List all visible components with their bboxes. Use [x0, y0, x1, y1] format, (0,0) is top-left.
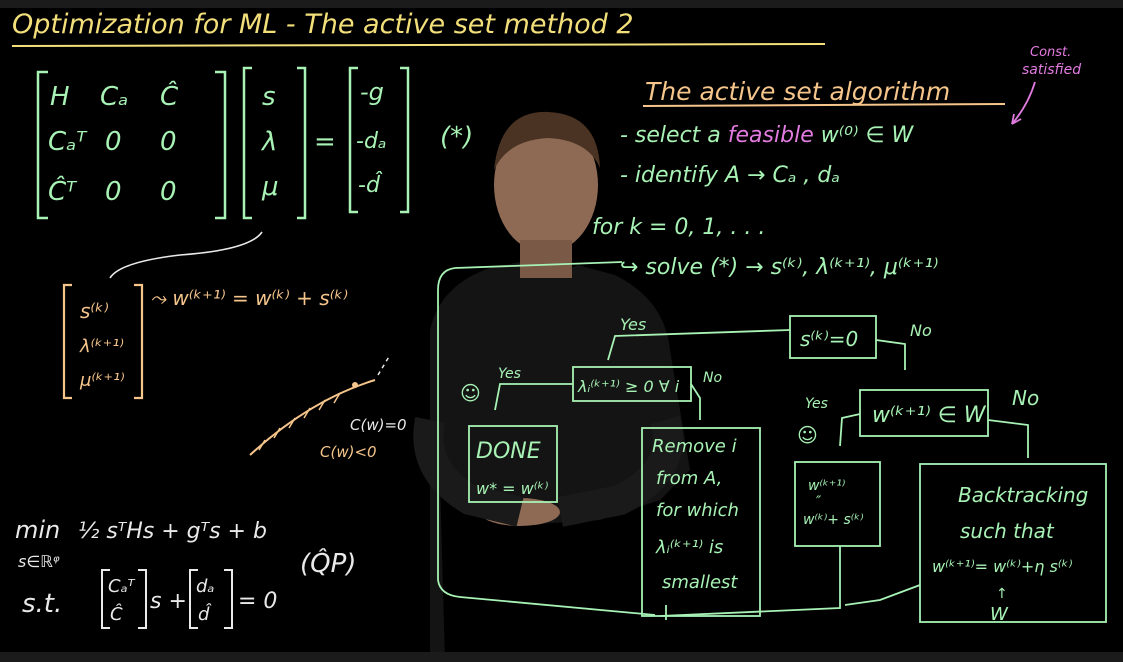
qp-min: min: [15, 516, 60, 544]
smiley-done-icon: ☺: [460, 381, 481, 405]
kkt-system: H Cₐ Ĉ Cₐᵀ 0 0 Ĉᵀ 0 0 s λ μ = -g -dₐ -d̂…: [36, 66, 473, 220]
edge-w-no: No: [1012, 386, 1039, 410]
update-rule: ⤳ w⁽ᵏ⁺¹⁾ = w⁽ᵏ⁾ + s⁽ᵏ⁾: [150, 286, 348, 310]
node-done: DONE: [476, 439, 541, 464]
board-title: Optimization for ML - The active set met…: [12, 9, 634, 40]
qp-mat-bot: Ĉ: [110, 603, 123, 625]
algorithm-section: The active set algorithm Const. satisfie…: [592, 45, 1081, 280]
backtracking-line-5: W: [990, 604, 1009, 625]
remove-line-1: Remove i: [652, 436, 737, 457]
step-select-feasible: feasible: [728, 123, 814, 148]
backtracking-line-3: w⁽ᵏ⁺¹⁾= w⁽ᵏ⁾+η s⁽ᵏ⁾: [932, 557, 1073, 576]
backtracking-line-4: ↑: [996, 586, 1008, 602]
qp-domain: s∈ℝᵠ: [18, 552, 60, 571]
node-done-eq: w* = w⁽ᵏ⁾: [476, 479, 548, 498]
node-lambda-check: λᵢ⁽ᵏ⁺¹⁾ ≥ 0 ∀ i: [577, 377, 680, 396]
kkt-r1: -g: [360, 78, 384, 106]
kkt-r3: -d̂: [358, 172, 383, 198]
kkt-v3: μ: [261, 172, 279, 202]
annotation-satisfied: satisfied: [1022, 62, 1081, 78]
remove-line-4: λᵢ⁽ᵏ⁺¹⁾ is: [655, 537, 723, 558]
qp-st: s.t.: [22, 589, 62, 619]
kkt-label: (*): [440, 122, 473, 152]
remove-line-2: from A,: [656, 468, 722, 489]
kkt-v2: λ: [260, 127, 277, 157]
edge-lambda-yes: Yes: [498, 366, 521, 382]
kkt-m33: 0: [160, 177, 177, 207]
backtracking-line-2: such that: [960, 519, 1055, 543]
flowchart-labels: s⁽ᵏ⁾=0 Yes No λᵢ⁽ᵏ⁺¹⁾ ≥ 0 ∀ i Yes No ☺ w…: [460, 315, 1088, 625]
title-underline: [11, 43, 826, 47]
kkt-m21: Cₐᵀ: [48, 127, 88, 157]
node-s-zero: s⁽ᵏ⁾=0: [800, 327, 858, 351]
kkt-m13: Ĉ: [160, 80, 179, 112]
qp-vec-top: dₐ: [196, 576, 214, 597]
qp-label: (Q̂P): [300, 547, 356, 579]
remove-line-3: for which: [656, 500, 739, 521]
loop-for: for k = 0, 1, . . .: [592, 215, 765, 240]
flowchart: [437, 261, 1107, 623]
loop-solve: ↪ solve (*) → s⁽ᵏ⁾, λ⁽ᵏ⁺¹⁾, μ⁽ᵏ⁺¹⁾: [620, 255, 938, 280]
edge-lambda-no: No: [703, 370, 722, 386]
constraint-sketch: C(w)=0 C(w)<0: [249, 354, 407, 461]
step-select: - select a feasible w⁽⁰⁾ ∈ W: [620, 123, 915, 148]
smiley-ok-icon: ☺: [797, 423, 818, 447]
backtracking-line-1: Backtracking: [958, 483, 1088, 507]
kkt-m11: H: [50, 82, 70, 112]
top-letterbox: [0, 0, 1123, 8]
kkt-equals: =: [314, 127, 336, 157]
algorithm-heading: The active set algorithm: [645, 77, 950, 106]
kkt-v1: s: [262, 82, 276, 112]
kkt-r2: -dₐ: [356, 129, 387, 154]
kkt-m12: Cₐ: [100, 82, 128, 112]
qp-rhs: = 0: [238, 589, 277, 614]
edge-s-zero-no: No: [910, 321, 932, 340]
qp-vec-bot: d̂: [198, 604, 212, 625]
qp-mid: s +: [150, 589, 187, 614]
wupdate-line-1: w⁽ᵏ⁺¹⁾: [808, 478, 845, 494]
update-vec-mu: μ⁽ᵏ⁺¹⁾: [79, 370, 125, 391]
constraint-eq-label: C(w)=0: [350, 416, 407, 434]
kkt-m32: 0: [105, 177, 122, 207]
annotation-const: Const.: [1030, 45, 1071, 60]
step-identify: - identify A → Cₐ , dₐ: [620, 163, 840, 188]
kkt-m23: 0: [160, 127, 177, 157]
update-block: s⁽ᵏ⁾ λ⁽ᵏ⁺¹⁾ μ⁽ᵏ⁺¹⁾ ⤳ w⁽ᵏ⁺¹⁾ = w⁽ᵏ⁾ + s⁽ᵏ…: [62, 283, 348, 400]
wupdate-line-3: w⁽ᵏ⁾+ s⁽ᵏ⁾: [803, 512, 864, 528]
presenter: [413, 111, 690, 662]
qp-mat-top: Cₐᵀ: [108, 576, 136, 597]
remove-line-5: smallest: [662, 572, 738, 593]
constraint-lt-label: C(w)<0: [320, 443, 377, 461]
kkt-m22: 0: [105, 127, 122, 157]
edge-w-yes: Yes: [805, 396, 828, 412]
qp-formulation: min ½ sᵀHs + gᵀs + b s∈ℝᵠ s.t. Cₐᵀ Ĉ s +…: [15, 516, 356, 629]
qp-objective: ½ sᵀHs + gᵀs + b: [78, 519, 267, 544]
node-w-check: w⁽ᵏ⁺¹⁾ ∈ W: [872, 403, 987, 428]
edge-s-zero-yes: Yes: [620, 315, 646, 334]
wupdate-line-2: ″: [816, 494, 822, 510]
connector-s-to-update: [109, 231, 263, 279]
kkt-m31: Ĉᵀ: [48, 175, 78, 207]
update-vec-lambda: λ⁽ᵏ⁺¹⁾: [79, 336, 124, 357]
update-vec-s: s⁽ᵏ⁾: [80, 299, 109, 323]
bottom-letterbox: [0, 652, 1123, 662]
